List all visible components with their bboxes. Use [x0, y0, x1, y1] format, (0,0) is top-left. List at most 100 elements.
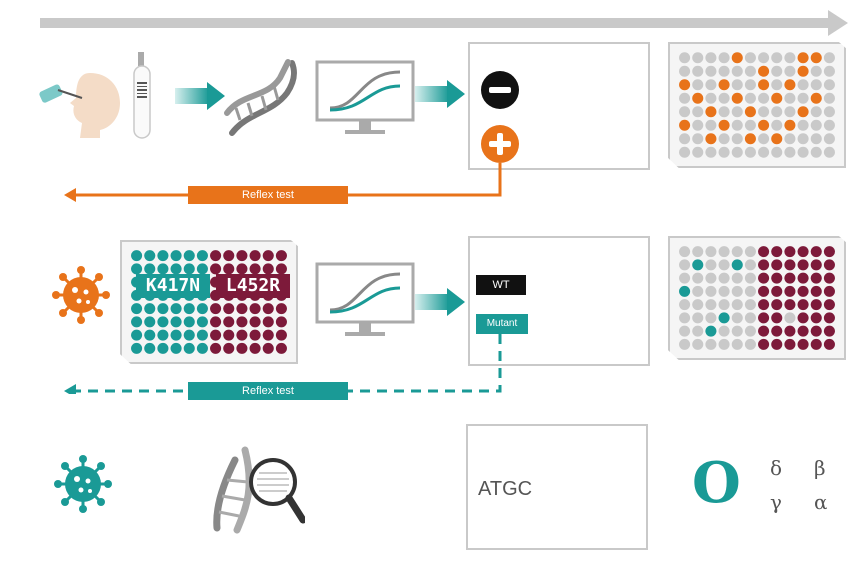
plate-well [249, 250, 261, 262]
plate-well [810, 65, 822, 77]
plate-well [210, 329, 222, 341]
plate-well [170, 250, 182, 262]
plate-well [771, 106, 783, 118]
plate-well [705, 92, 717, 104]
plate-well [170, 316, 182, 328]
plate-well [823, 338, 835, 350]
plate-well [144, 329, 156, 341]
plate-well [210, 342, 222, 354]
plate-well [784, 285, 796, 297]
plate-well [810, 272, 822, 284]
plate-well [144, 303, 156, 315]
plate-well [679, 92, 691, 104]
plate-well [718, 133, 730, 145]
plate-well [705, 338, 717, 350]
plate-well [823, 52, 835, 64]
plate-well [131, 303, 143, 315]
plate-well [810, 312, 822, 324]
plate-well [810, 325, 822, 337]
plate-well [718, 92, 730, 104]
plate-well [692, 246, 704, 258]
plate-well [262, 303, 274, 315]
plate-well [679, 106, 691, 118]
plate-well [731, 79, 743, 91]
plate-well [144, 316, 156, 328]
plate-well [170, 329, 182, 341]
pcr-monitor-icon [315, 60, 415, 134]
plate-well [223, 329, 235, 341]
plate-well [823, 119, 835, 131]
plate-well [744, 246, 756, 258]
plate-well [771, 119, 783, 131]
plate-well [810, 146, 822, 158]
plate-well [157, 316, 169, 328]
plate-well [692, 299, 704, 311]
mutant-tag: Mutant [476, 314, 528, 334]
plate-well [744, 259, 756, 271]
plate-well [797, 312, 809, 324]
greek-delta: δ [770, 456, 783, 480]
plate-well [262, 316, 274, 328]
well-plate-row2 [668, 236, 846, 360]
plate-well [771, 325, 783, 337]
plate-well [797, 285, 809, 297]
plate-well [731, 106, 743, 118]
mutation-label-k417n: K417N [136, 274, 210, 298]
plate-well [679, 246, 691, 258]
plate-well [744, 65, 756, 77]
plate-well [797, 325, 809, 337]
plate-well [183, 342, 195, 354]
plate-well [131, 342, 143, 354]
reflex-test-label-row2: Reflex test [188, 382, 348, 400]
plate-well [744, 146, 756, 158]
plate-well [797, 259, 809, 271]
plate-well [758, 133, 770, 145]
result-box-row2 [468, 236, 650, 366]
plate-well [744, 338, 756, 350]
plate-well [823, 79, 835, 91]
plate-well [223, 263, 235, 275]
plate-well [797, 119, 809, 131]
plate-well [705, 299, 717, 311]
plate-well [236, 263, 248, 275]
plate-well [718, 312, 730, 324]
plate-well [797, 106, 809, 118]
plate-well [731, 92, 743, 104]
plate-well [771, 92, 783, 104]
plate-well [784, 119, 796, 131]
plate-well [784, 146, 796, 158]
plate-well [692, 92, 704, 104]
plate-well [718, 338, 730, 350]
plate-well [823, 133, 835, 145]
plate-well [223, 303, 235, 315]
plate-well [692, 106, 704, 118]
plate-well [744, 79, 756, 91]
plate-well [144, 250, 156, 262]
plate-well [797, 52, 809, 64]
positive-result-icon [481, 125, 519, 163]
sequence-box [466, 424, 648, 550]
plate-well [692, 146, 704, 158]
plate-well [731, 259, 743, 271]
plate-well [823, 325, 835, 337]
greek-beta: β [814, 456, 826, 480]
plate-well [718, 299, 730, 311]
plate-well [249, 303, 261, 315]
plate-well [718, 106, 730, 118]
plate-well [275, 342, 287, 354]
plate-well [718, 325, 730, 337]
plate-well [196, 342, 208, 354]
process-arrow-3 [415, 288, 465, 316]
plate-well [679, 146, 691, 158]
plate-well [718, 52, 730, 64]
plate-well [131, 263, 143, 275]
plate-well [196, 316, 208, 328]
plate-well [705, 285, 717, 297]
plate-well [705, 312, 717, 324]
plate-well [705, 133, 717, 145]
plate-well [810, 119, 822, 131]
greek-alpha: α [814, 490, 828, 514]
plate-well [210, 250, 222, 262]
plate-well [705, 79, 717, 91]
plate-well [718, 272, 730, 284]
